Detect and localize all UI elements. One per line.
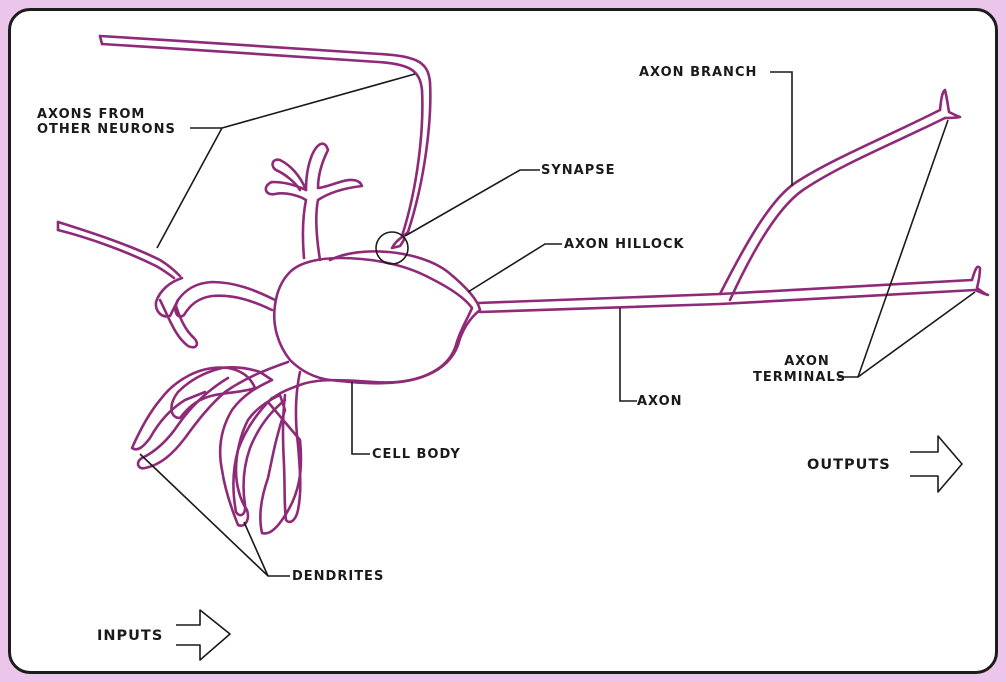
leader-hillock xyxy=(468,244,562,292)
label-axon-terminals-line2: TERMINALS xyxy=(753,370,846,385)
dendrite-left-upper xyxy=(176,282,275,317)
dendrite-bottom xyxy=(283,372,300,522)
leader-cell-body xyxy=(352,382,370,454)
leader-axon xyxy=(620,308,637,401)
axon-branch-outer xyxy=(720,110,940,294)
axon-terminal-upper xyxy=(940,90,960,118)
dendrite-bottom-left xyxy=(138,362,288,468)
leader-synapse xyxy=(405,170,540,236)
label-synapse: SYNAPSE xyxy=(541,163,616,178)
label-outputs: OUTPUTS xyxy=(807,458,891,473)
label-axon-hillock: AXON HILLOCK xyxy=(564,237,685,252)
leader-axons-to-top xyxy=(222,74,415,128)
label-axon: AXON xyxy=(637,394,683,409)
label-axons-from: AXONS FROM xyxy=(37,107,145,122)
inputs-arrow-icon xyxy=(176,610,230,660)
label-cell-body: CELL BODY xyxy=(372,447,461,462)
label-other-neurons: OTHER NEURONS xyxy=(37,122,176,137)
soma xyxy=(274,258,472,383)
leader-lines xyxy=(140,72,975,576)
outputs-arrow-icon xyxy=(910,436,962,492)
label-axon-terminals-line1: AXON xyxy=(777,354,837,369)
label-axon-branch: AXON BRANCH xyxy=(639,65,757,80)
diagram-frame: AXONS FROM OTHER NEURONS SYNAPSE AXON HI… xyxy=(8,8,998,674)
leader-axons-to-left xyxy=(157,128,222,248)
label-inputs: INPUTS xyxy=(97,629,163,644)
neuron-diagram xyxy=(8,8,998,674)
label-dendrites: DENDRITES xyxy=(292,569,384,584)
leader-dendrites xyxy=(140,454,290,576)
axon-branch-inner xyxy=(730,118,945,300)
leader-branch xyxy=(770,72,792,186)
incoming-axon-left-b xyxy=(58,230,174,278)
incoming-axon-top-b xyxy=(102,44,422,236)
axon-terminal-lower xyxy=(972,267,988,295)
